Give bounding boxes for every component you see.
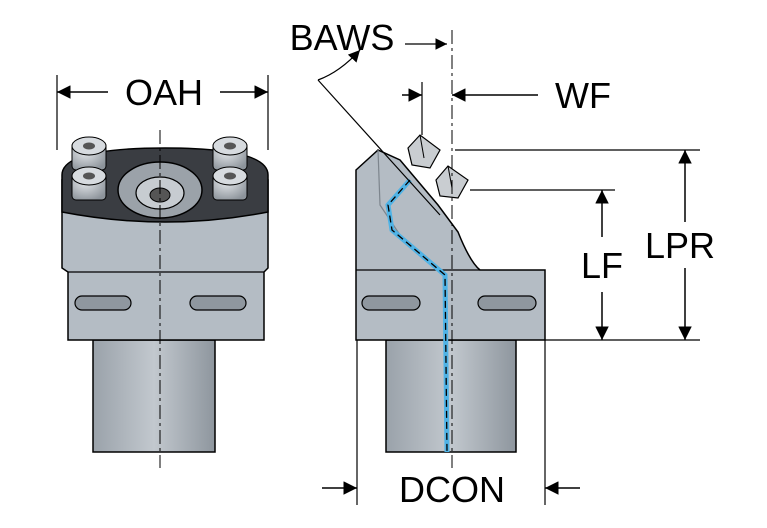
hex-clamp-bolt-icon — [407, 134, 441, 169]
oah-label: OAH — [125, 72, 203, 113]
side-slot-right — [477, 295, 537, 311]
side-shank — [385, 339, 517, 453]
side-view-holder — [355, 30, 546, 468]
wf-dimension: WF — [402, 75, 611, 135]
front-slot-right — [189, 295, 247, 311]
socket-head-screw-icon — [71, 136, 107, 171]
socket-head-screw-icon — [71, 166, 107, 201]
lpr-label: LPR — [645, 225, 715, 266]
side-body — [355, 149, 546, 341]
baws-label: BAWS — [290, 17, 395, 58]
lpr-dimension: LPR — [455, 149, 715, 340]
side-slot-left — [361, 295, 421, 311]
socket-head-screw-icon — [212, 166, 248, 201]
dcon-label: DCON — [399, 469, 505, 510]
front-view-holder — [61, 130, 269, 468]
oah-dimension: OAH — [56, 72, 269, 150]
front-slot-left — [74, 295, 132, 311]
front-shank — [92, 339, 216, 453]
socket-head-screw-icon — [212, 136, 248, 171]
lf-label: LF — [581, 245, 623, 286]
lf-dimension: LF — [470, 189, 700, 341]
baws-dimension: BAWS — [290, 17, 447, 216]
dcon-dimension: DCON — [322, 340, 580, 510]
wf-label: WF — [555, 75, 611, 116]
